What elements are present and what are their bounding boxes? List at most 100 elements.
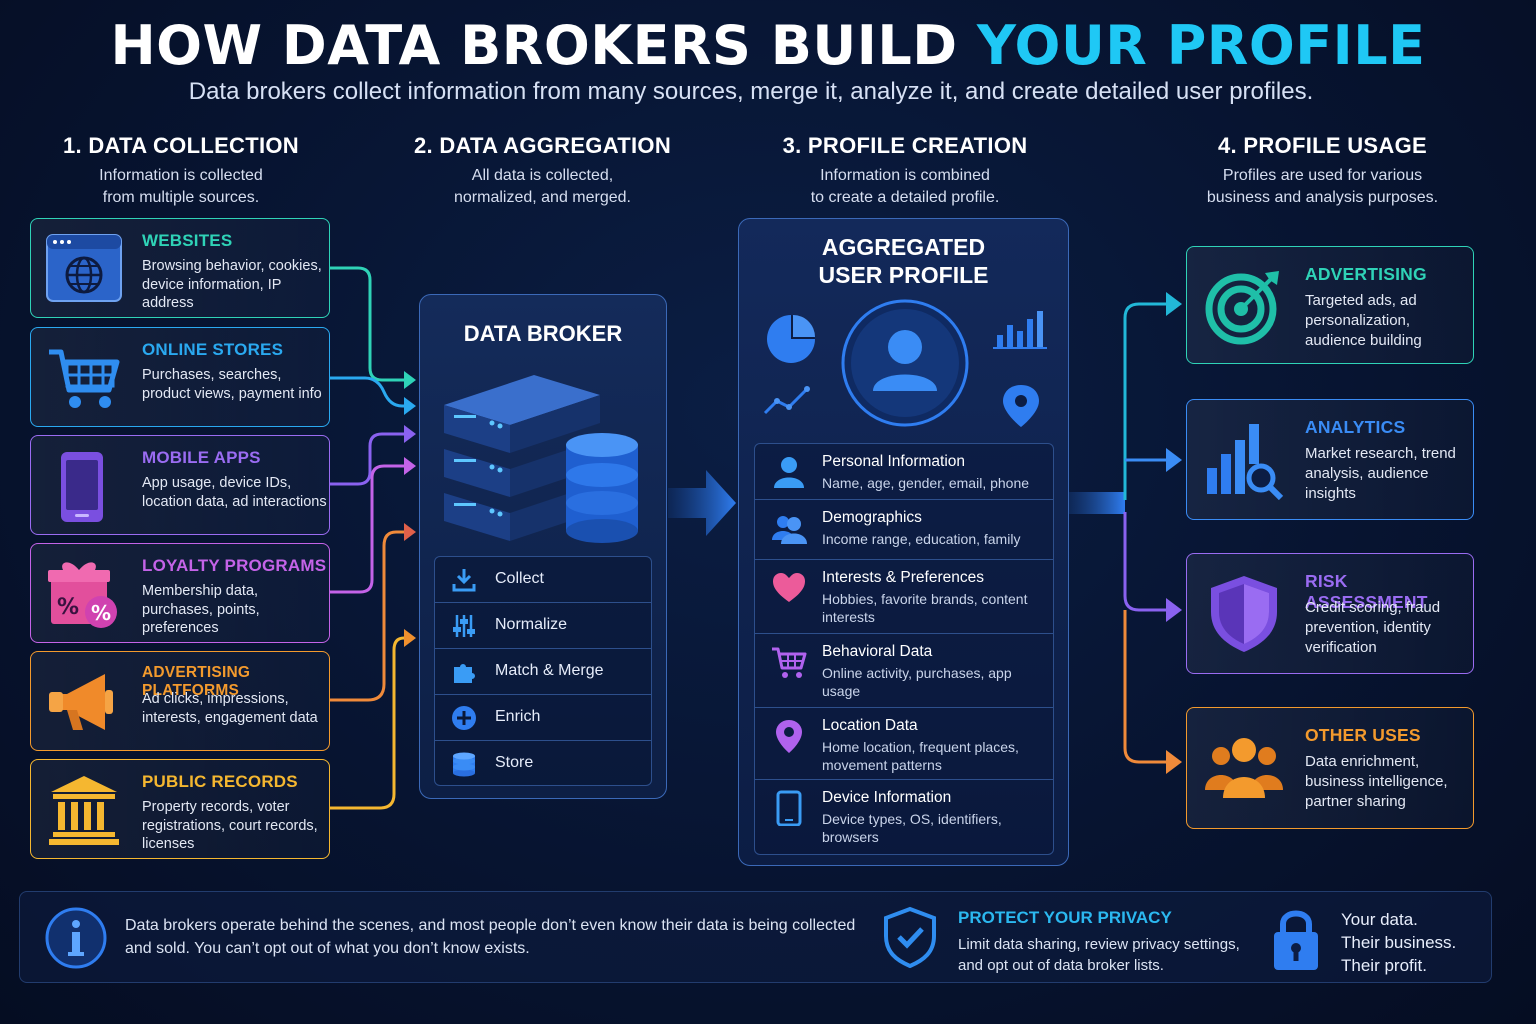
profile-row-title: Behavioral Data	[822, 643, 933, 660]
profile-title-line: USER PROFILE	[818, 262, 989, 288]
connector-advertising	[1123, 302, 1168, 500]
courthouse-icon	[49, 776, 119, 845]
profile-row-body: Device types, OS, identifiers, browsers	[822, 811, 1002, 845]
usage-card-analytics: ANALYTICS Market research, trend analysi…	[1186, 399, 1474, 520]
browser-globe-icon	[46, 234, 122, 302]
step-desc-line: normalized, and merged.	[454, 189, 631, 206]
tagline-line: Your data.	[1341, 910, 1418, 929]
profile-row-demographics: Demographics Income range, education, fa…	[755, 500, 1053, 560]
profile-title-line: AGGREGATED	[821, 234, 986, 260]
step-1-header: 1. DATA COLLECTION Information is collec…	[40, 133, 322, 209]
connector-public-records	[330, 636, 405, 810]
padlock-icon	[1274, 910, 1318, 970]
broker-step-match-merge: Match & Merge	[435, 649, 651, 695]
step-4-header: 4. PROFILE USAGE Profiles are used for v…	[1180, 133, 1465, 209]
usage-body: Targeted ads, ad personalization, audien…	[1305, 292, 1422, 349]
tagline-line: Their profit.	[1341, 956, 1427, 975]
source-card-websites: WEBSITES Browsing behavior, cookies, dev…	[30, 218, 330, 318]
source-card-loyalty-programs: % % LOYALTY PROGRAMS Membership data, pu…	[30, 543, 330, 643]
source-title: WEBSITES	[142, 231, 233, 250]
source-title: ADVERTISING PLATFORMS	[142, 664, 251, 699]
profile-row-body: Online activity, purchases, app usage	[822, 665, 1012, 699]
broker-step-label: Collect	[495, 570, 544, 587]
target-icon	[1205, 271, 1279, 345]
svg-text:%: %	[57, 595, 79, 620]
profile-row-personal-info: Personal Information Name, age, gender, …	[755, 444, 1053, 500]
usage-body: Credit scoring, fraud prevention, identi…	[1305, 599, 1441, 656]
source-title: PUBLIC RECORDS	[142, 772, 298, 791]
profile-illustration	[763, 299, 1047, 427]
source-title: MOBILE APPS	[142, 448, 261, 467]
usage-body: Data enrichment, business intelligence, …	[1305, 753, 1448, 810]
profile-row-title: Interests & Preferences	[822, 569, 984, 586]
usage-title: ANALYTICS	[1305, 417, 1406, 437]
smartphone-icon	[61, 452, 103, 522]
connector-online-stores	[330, 376, 404, 408]
source-body: App usage, device IDs, location data, ad…	[142, 475, 327, 510]
people-icon	[1205, 738, 1283, 798]
broker-step-enrich: Enrich	[435, 695, 651, 741]
svg-text:%: %	[91, 601, 111, 625]
profile-row-device: Device Information Device types, OS, ide…	[755, 780, 1053, 856]
source-title: ONLINE STORES	[142, 340, 284, 359]
profile-attributes-list: Personal Information Name, age, gender, …	[754, 443, 1054, 855]
profile-row-title: Demographics	[822, 509, 922, 526]
broker-step-normalize: Normalize	[435, 603, 651, 649]
step-heading: 1. DATA COLLECTION	[63, 133, 299, 158]
source-body: Browsing behavior, cookies, device infor…	[142, 258, 322, 311]
step-3-header: 3. PROFILE CREATION Information is combi…	[760, 133, 1050, 209]
download-icon	[452, 569, 476, 592]
location-pin-icon	[776, 720, 802, 753]
usage-title: OTHER USES	[1305, 725, 1421, 745]
source-card-advertising-platforms: ADVERTISING PLATFORMS Ad clicks, impress…	[30, 651, 330, 751]
usage-card-risk-assessment: RISK ASSESSMENT Credit scoring, fraud pr…	[1186, 553, 1474, 674]
connector-ad-platforms	[330, 530, 404, 702]
broker-step-label: Normalize	[495, 616, 568, 633]
source-card-mobile-apps: MOBILE APPS App usage, device IDs, locat…	[30, 435, 330, 535]
source-body: Property records, voter registrations, c…	[142, 799, 318, 852]
shield-check-icon	[884, 906, 936, 968]
step-heading: 2. DATA AGGREGATION	[413, 133, 672, 158]
plus-circle-icon	[452, 706, 476, 730]
title-main: HOW DATA BROKERS BUILD	[110, 14, 958, 77]
broker-step-collect: Collect	[435, 557, 651, 603]
usage-card-advertising: ADVERTISING Targeted ads, ad personaliza…	[1186, 246, 1474, 364]
footer-bar: Data brokers operate behind the scenes, …	[19, 891, 1492, 983]
profile-row-body: Name, age, gender, email, phone	[822, 475, 1030, 491]
step-desc-line: from multiple sources.	[102, 189, 260, 206]
broker-step-label: Match & Merge	[495, 662, 604, 679]
page-title: HOW DATA BROKERS BUILD YOUR PROFILE	[0, 14, 1536, 77]
heart-icon	[773, 573, 805, 602]
profile-row-body: Income range, education, family	[822, 531, 1021, 547]
location-pin-icon	[1003, 385, 1039, 427]
privacy-body: Limit data sharing, review privacy setti…	[958, 936, 1240, 974]
step-2-header: 2. DATA AGGREGATION All data is collecte…	[400, 133, 685, 209]
source-title: LOYALTY PROGRAMS	[142, 556, 327, 575]
connector-websites	[330, 266, 404, 382]
profile-row-location: Location Data Home location, frequent pl…	[755, 708, 1053, 780]
broker-step-label: Store	[495, 754, 534, 771]
source-body: Membership data, purchases, points, pref…	[142, 583, 260, 636]
tagline-line: Their business.	[1341, 933, 1457, 952]
connector-mobile-apps	[330, 432, 404, 486]
profile-row-title: Device Information	[822, 789, 952, 806]
step-heading: 3. PROFILE CREATION	[782, 133, 1028, 158]
connector-loyalty	[330, 464, 404, 594]
usage-title: ADVERTISING	[1305, 264, 1427, 284]
analytics-icon	[1207, 424, 1284, 500]
usage-card-other-uses: OTHER USES Data enrichment, business int…	[1186, 707, 1474, 829]
broker-process-list: Collect Normalize Match & Merge Enrich S…	[434, 556, 652, 786]
server-database-icon	[444, 375, 638, 543]
connector-risk	[1123, 512, 1168, 612]
gift-percent-icon: % %	[48, 562, 117, 628]
profile-row-title: Location Data	[822, 717, 918, 734]
source-body: Purchases, searches, product views, paym…	[142, 367, 322, 402]
profile-row-body: Hobbies, favorite brands, content intere…	[822, 591, 1028, 625]
cart-icon	[772, 647, 807, 678]
broker-step-store: Store	[435, 741, 651, 787]
bar-chart-icon	[993, 311, 1047, 349]
shield-icon	[1211, 576, 1277, 652]
group-icon	[772, 516, 807, 544]
